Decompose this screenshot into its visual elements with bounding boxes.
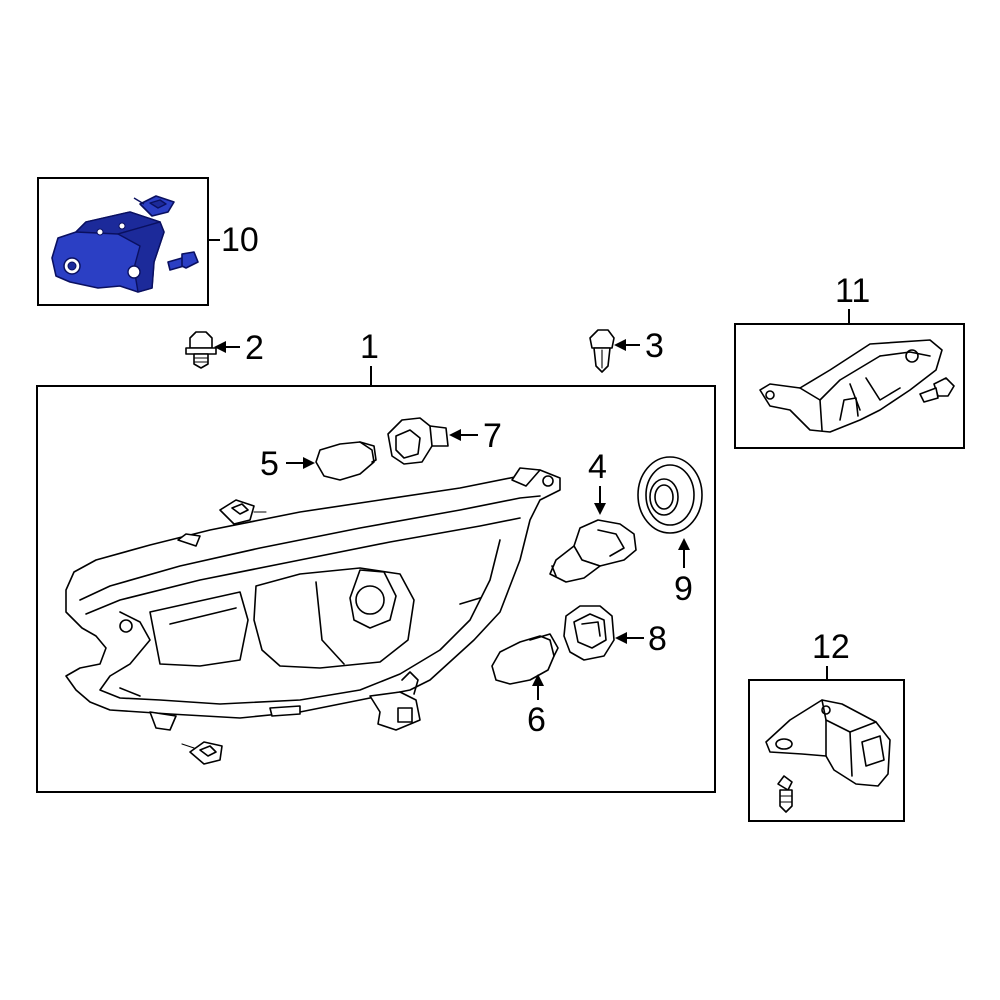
nut-clip-upper[interactable]: [219, 499, 267, 525]
part-1-box[interactable]: [36, 385, 716, 793]
callout-8[interactable]: 8: [648, 620, 667, 658]
part-2-bolt[interactable]: [185, 331, 217, 369]
part-8-socket[interactable]: [563, 605, 615, 661]
callout-5[interactable]: 5: [260, 445, 279, 483]
part-7-socket[interactable]: [387, 417, 449, 465]
part-12-bracket[interactable]: [765, 699, 891, 787]
part-11-screw[interactable]: [919, 377, 955, 403]
callout-1[interactable]: 1: [360, 328, 379, 366]
callout-12[interactable]: 12: [812, 628, 850, 666]
part-4-bulb[interactable]: [549, 519, 637, 583]
part-12-screw[interactable]: [777, 775, 793, 813]
callout-2[interactable]: 2: [245, 329, 264, 367]
part-9-grommet[interactable]: [637, 456, 703, 534]
callout-4[interactable]: 4: [588, 448, 607, 486]
part-11-bracket[interactable]: [759, 339, 943, 433]
callout-3[interactable]: 3: [645, 327, 664, 365]
headlight-assembly[interactable]: [65, 467, 561, 731]
nut-clip-lower[interactable]: [181, 741, 223, 765]
callout-11[interactable]: 11: [835, 272, 870, 310]
callout-10[interactable]: 10: [221, 221, 259, 259]
part-10-box[interactable]: [37, 177, 209, 306]
callout-6[interactable]: 6: [527, 701, 546, 739]
part-12-box[interactable]: [748, 679, 905, 822]
callout-7[interactable]: 7: [483, 417, 502, 455]
part-11-box[interactable]: [734, 323, 965, 449]
part-3-clip[interactable]: [589, 329, 615, 373]
part-10-bracket-highlighted[interactable]: [51, 195, 199, 293]
callout-9[interactable]: 9: [674, 570, 693, 608]
part-6-bulb[interactable]: [491, 633, 559, 685]
part-5-bulb[interactable]: [315, 441, 377, 481]
